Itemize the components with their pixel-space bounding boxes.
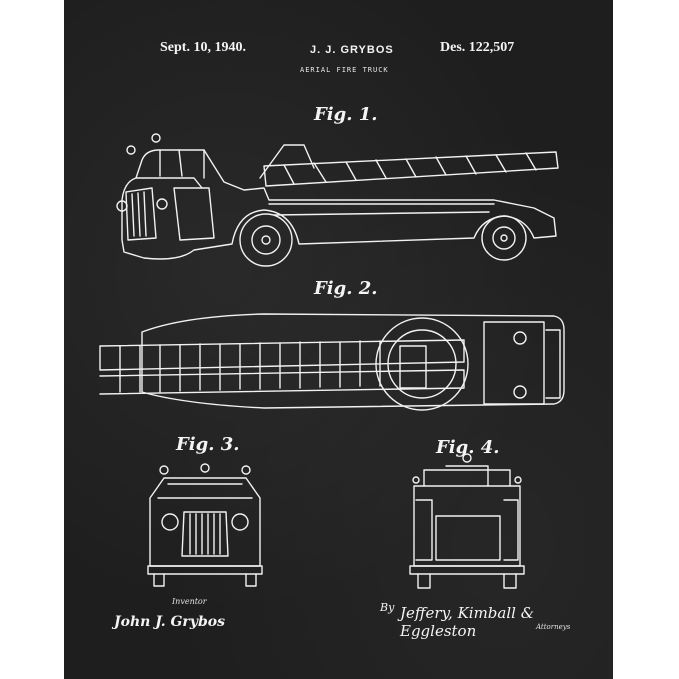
fig-2-top-view-drawing: [99, 313, 565, 411]
attorney-signature: Jeffery, Kimball & Eggleston: [400, 604, 535, 640]
fig-4-label: Fig. 4.: [436, 437, 500, 458]
patent-drawings: [99, 133, 565, 589]
fig-1-label: Fig. 1.: [314, 104, 378, 125]
patent-poster: Sept. 10, 1940. J. J. GRYBOS Des. 122,50…: [64, 0, 613, 679]
patent-title: AERIAL FIRE TRUCK: [300, 66, 389, 74]
patent-date: Sept. 10, 1940.: [160, 40, 246, 55]
attorneys-label: Attorneys: [536, 623, 571, 631]
fig-3-label: Fig. 3.: [176, 434, 240, 455]
by-label: By: [380, 601, 395, 614]
inventor-name: J. J. GRYBOS: [310, 44, 394, 56]
fig-3-front-view-drawing: [147, 463, 263, 587]
inventor-label: Inventor: [172, 597, 207, 606]
fig-1-side-view-drawing: [116, 133, 559, 267]
fig-2-label: Fig. 2.: [314, 278, 378, 299]
fig-4-rear-view-drawing: [409, 453, 525, 589]
inventor-signature: John J. Grybos: [114, 614, 225, 630]
design-number: Des. 122,507: [440, 40, 515, 55]
